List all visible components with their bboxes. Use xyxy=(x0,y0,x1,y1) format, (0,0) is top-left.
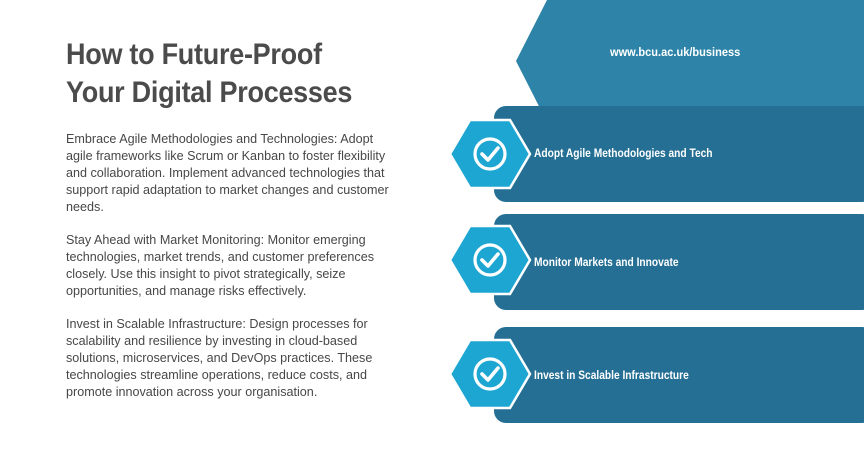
step-card-infrastructure: Invest in Scalable Infrastructure xyxy=(494,327,864,423)
page-title: How to Future-Proof Your Digital Process… xyxy=(66,38,353,109)
paragraph-infrastructure: Invest in Scalable Infrastructure: Desig… xyxy=(66,317,373,399)
paragraph-agile: Embrace Agile Methodologies and Technolo… xyxy=(66,132,389,214)
check-circle-icon xyxy=(448,338,532,410)
body-text: Embrace Agile Methodologies and Technolo… xyxy=(66,131,396,417)
step-card-agile: Adopt Agile Methodologies and Tech xyxy=(494,106,864,202)
step-label: Monitor Markets and Innovate xyxy=(534,255,679,269)
banner-url[interactable]: www.bcu.ac.uk/business xyxy=(610,45,741,59)
step-label: Invest in Scalable Infrastructure xyxy=(534,368,689,382)
url-banner xyxy=(516,0,864,124)
paragraph-market-monitoring: Stay Ahead with Market Monitoring: Monit… xyxy=(66,233,375,298)
check-circle-icon xyxy=(448,224,532,296)
step-card-markets: Monitor Markets and Innovate xyxy=(494,214,864,310)
step-label: Adopt Agile Methodologies and Tech xyxy=(534,146,713,160)
check-circle-icon xyxy=(448,118,532,190)
